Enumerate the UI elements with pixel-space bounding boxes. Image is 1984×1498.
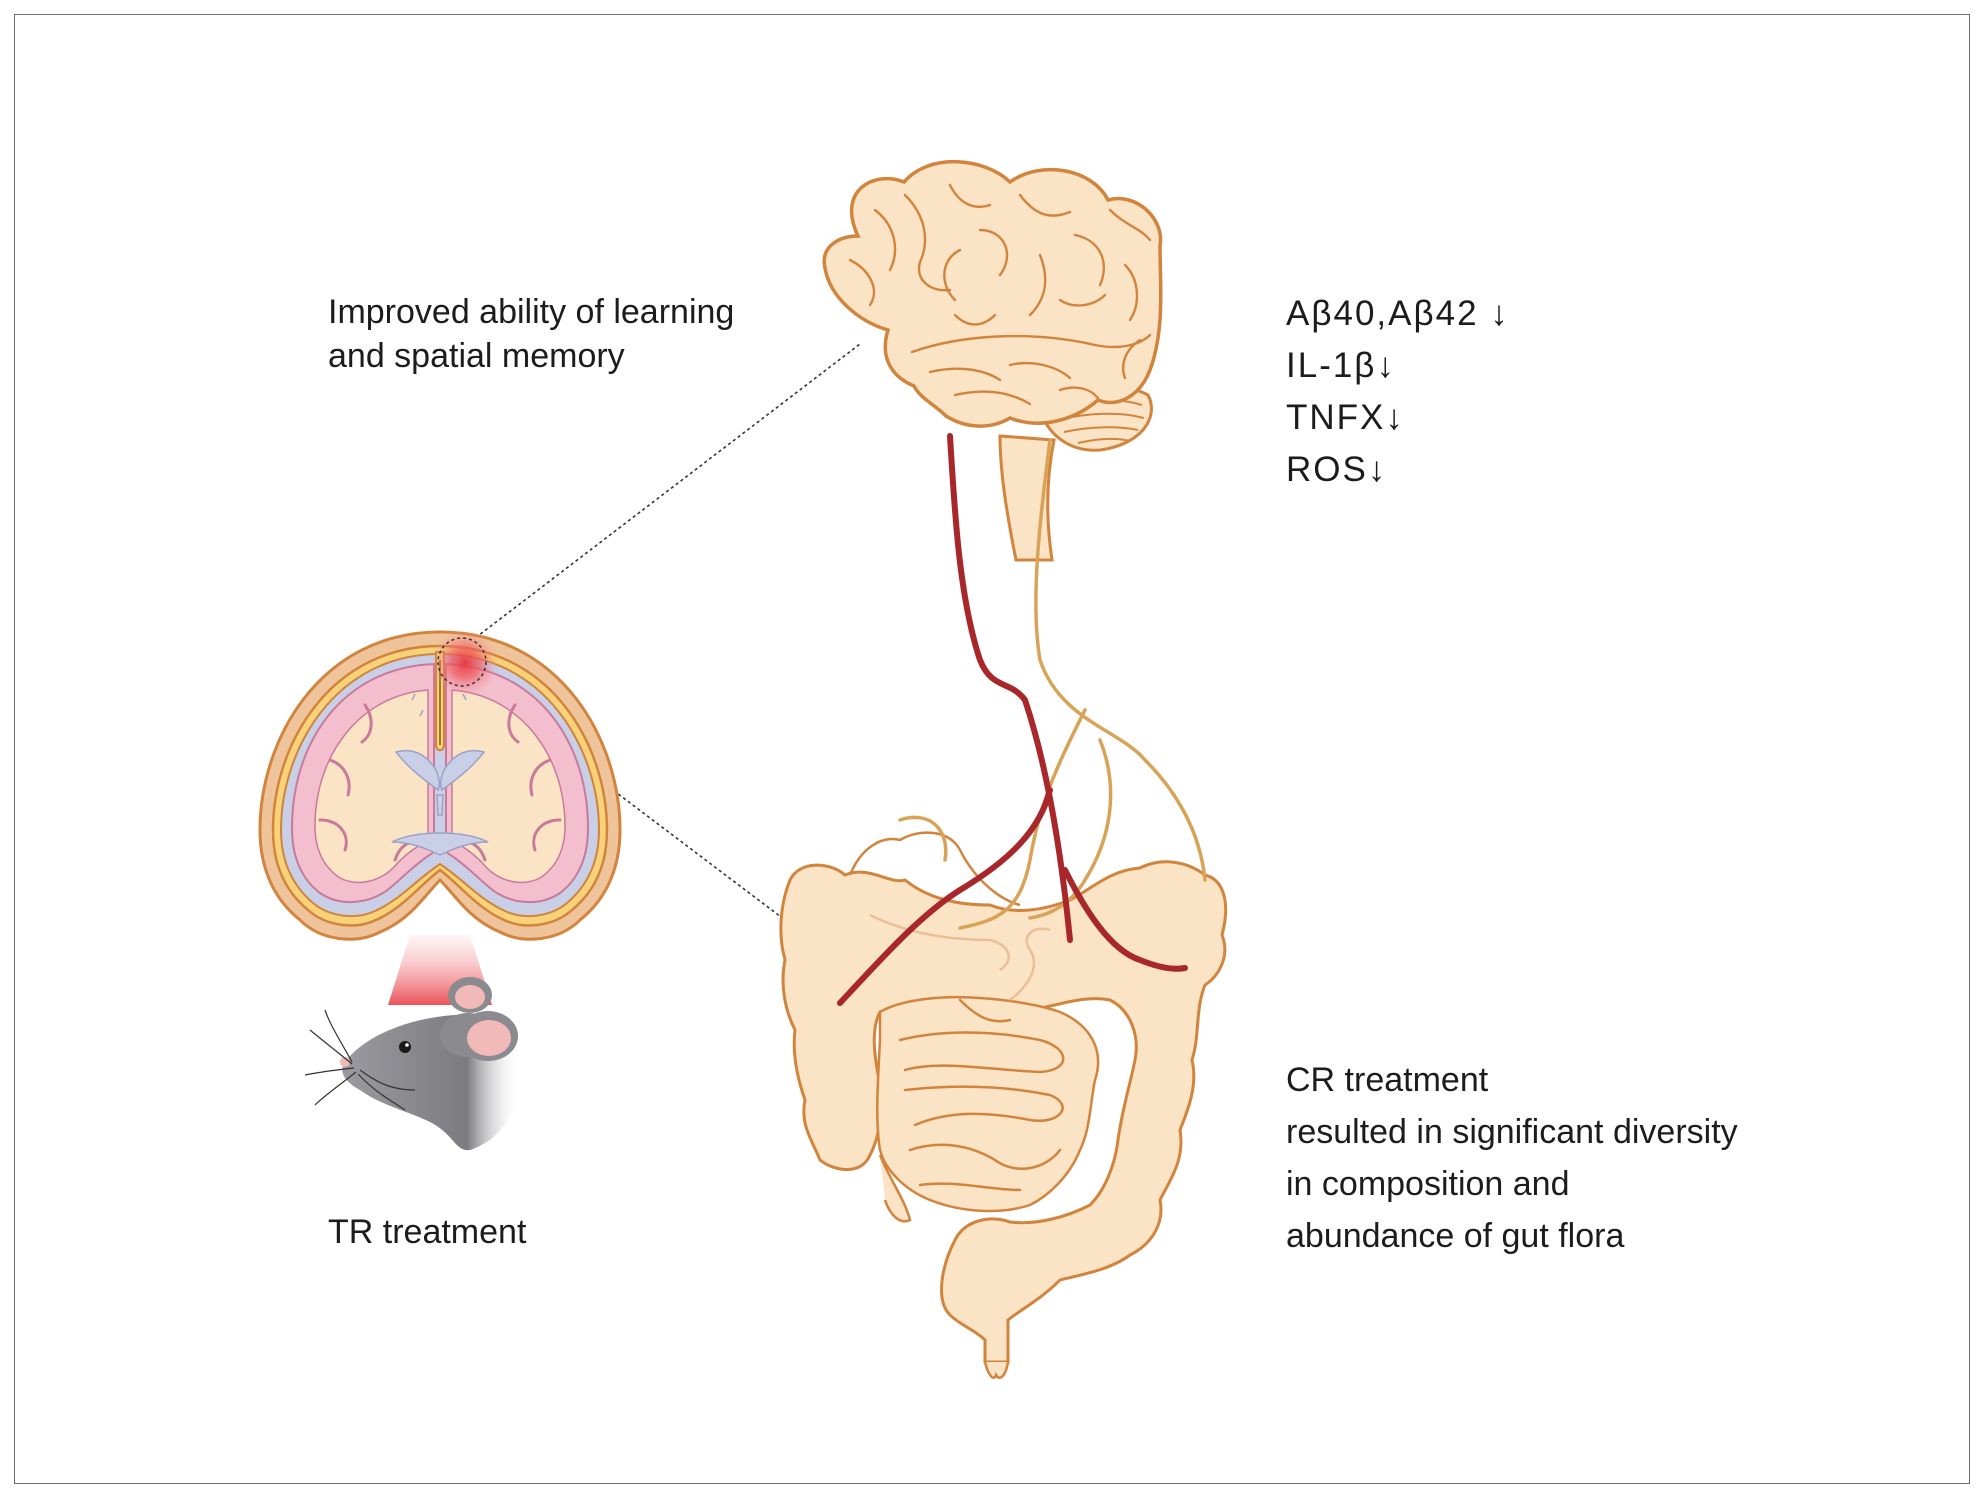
biomarker-list: Aβ40,Aβ42 ↓ IL-1β↓ TNFX↓ ROS↓ [1286,288,1510,496]
human-brain-icon [822,160,1163,562]
vagus-nerve [898,438,1207,930]
stimulation-highlight [431,629,499,697]
zoom-connector-lines [465,343,861,921]
marker-il1b: IL-1β↓ [1286,346,1396,385]
mouse-icon [304,977,521,1151]
cr-treatment-label: CR treatment resulted in significant div… [1286,1061,1738,1255]
marker-abeta: Aβ40,Aβ42 ↓ [1286,294,1510,333]
tr-treatment-label: TR treatment [328,1213,527,1251]
artery [837,433,1188,1006]
zoom-circle [437,637,487,687]
figure-frame [14,14,1970,1484]
intestine-icon [779,831,1228,1379]
marker-ros: ROS↓ [1286,450,1388,489]
learning-memory-label: Improved ability of learning and spatial… [328,293,735,375]
coronal-brain-section-icon [258,629,622,941]
marker-tnf: TNFX↓ [1286,398,1405,437]
